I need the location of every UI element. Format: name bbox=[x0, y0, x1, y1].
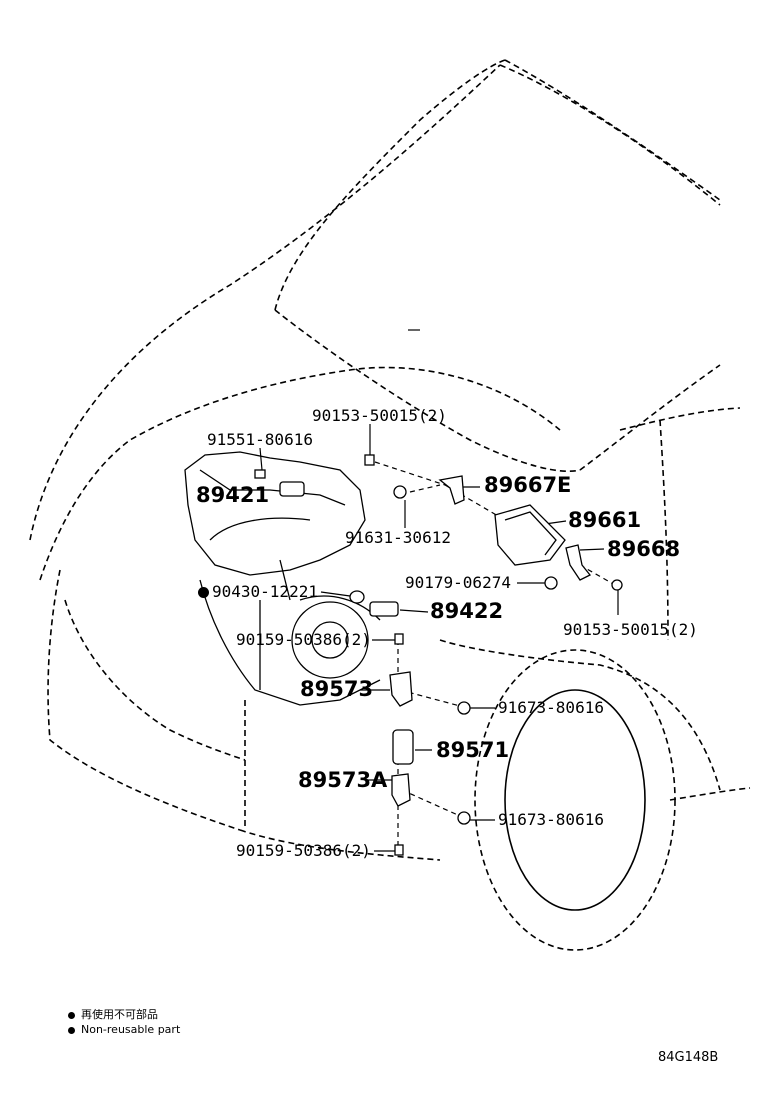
bolt-90153-right bbox=[611, 579, 623, 591]
bolt-91673-lower bbox=[457, 811, 471, 825]
callout-91631-30612: 91631-30612 bbox=[345, 528, 451, 547]
legend-line-en: Non-reusable part bbox=[68, 1023, 180, 1036]
callout-90153-50015-top: 90153-50015(2) bbox=[312, 406, 447, 425]
legend-en-text: Non-reusable part bbox=[81, 1023, 181, 1036]
callout-89573: 89573 bbox=[300, 677, 374, 701]
gasket-90430 bbox=[349, 590, 365, 604]
ecu-89661 bbox=[494, 504, 566, 566]
callout-90159-50386-upper: 90159-50386(2) bbox=[236, 630, 371, 649]
callout-90430-12221: 90430-12221 bbox=[198, 584, 318, 600]
callout-90153-50015-right: 90153-50015(2) bbox=[563, 620, 698, 639]
callout-89422: 89422 bbox=[430, 599, 504, 623]
sensor-89571 bbox=[392, 729, 414, 765]
bracket-89667E bbox=[438, 475, 465, 505]
bolt-90159-upper bbox=[394, 633, 404, 645]
bolt-91551 bbox=[254, 469, 266, 479]
figure-id: 84G148B bbox=[658, 1050, 719, 1065]
bolt-91631 bbox=[393, 485, 407, 499]
callout-91673-80616-upper: 91673-80616 bbox=[498, 698, 604, 717]
callout-91673-80616-lower: 91673-80616 bbox=[498, 810, 604, 829]
legend-dot-icon bbox=[68, 1011, 75, 1019]
callout-89571: 89571 bbox=[436, 738, 510, 762]
legend-dot-icon bbox=[68, 1026, 75, 1034]
non-reusable-marker-icon bbox=[198, 587, 209, 598]
sensor-89421 bbox=[279, 481, 305, 497]
bracket-89573 bbox=[389, 671, 413, 707]
car-body-outline bbox=[29, 59, 751, 951]
callout-91551-80616: 91551-80616 bbox=[207, 430, 313, 449]
parts bbox=[254, 454, 623, 856]
engine-block bbox=[184, 451, 381, 706]
callout-89668: 89668 bbox=[607, 537, 681, 561]
legend-jp-text: 再使用不可部品 bbox=[81, 1008, 158, 1021]
callout-89421: 89421 bbox=[196, 483, 270, 507]
nut-90179 bbox=[544, 576, 558, 590]
callout-90159-50386-lower: 90159-50386(2) bbox=[236, 841, 371, 860]
sensor-89422 bbox=[369, 601, 399, 617]
callout-90179-06274: 90179-06274 bbox=[405, 573, 511, 592]
callout-89667E: 89667E bbox=[484, 473, 572, 497]
bracket-89573A bbox=[391, 773, 411, 807]
callout-89661: 89661 bbox=[568, 508, 642, 532]
bolt-90159-lower bbox=[394, 844, 404, 856]
bolt-91673-upper bbox=[457, 701, 471, 715]
callout-90430-12221-text: 90430-12221 bbox=[212, 582, 318, 601]
callout-89573A: 89573A bbox=[298, 768, 388, 792]
bolt-90153-top bbox=[364, 454, 375, 466]
bracket-89668 bbox=[565, 544, 592, 581]
legend-line-jp: 再使用不可部品 bbox=[68, 1006, 158, 1022]
